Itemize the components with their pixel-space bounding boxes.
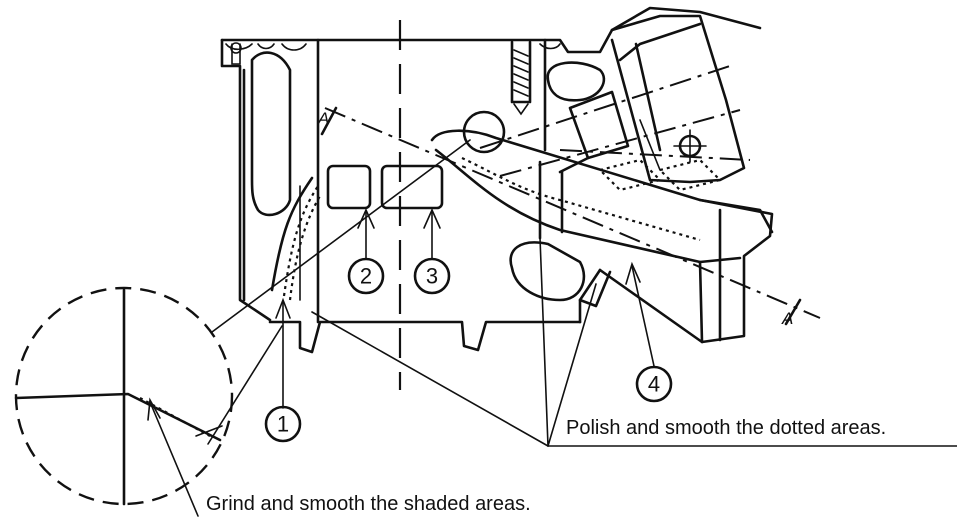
section-label-top: A [317,109,329,128]
section-mark-top: A [317,106,338,136]
shaded-area [270,176,321,301]
valve-housing [558,14,746,192]
callout-label-2: 2 [360,264,372,289]
callout-1: 1 [264,405,302,443]
callout-2: 2 [347,257,385,295]
polish-note: Polish and smooth the dotted areas. [566,417,886,439]
center-lines [324,20,821,390]
callout-label-4: 4 [648,372,660,397]
detail-circle-large [14,286,234,506]
inclined-port [430,129,774,344]
cylinder-head-body [220,6,762,354]
port-windows [326,164,444,210]
detail-circle-small [462,110,506,154]
callout-label-3: 3 [426,264,438,289]
callout-4: 4 [635,365,673,403]
section-label-bottom: A [781,309,793,328]
callout-label-1: 1 [277,412,289,437]
grind-note: Grind and smooth the shaded areas. [206,493,531,515]
leaders [147,208,957,517]
callout-3: 3 [413,257,451,295]
section-mark-bottom: A [781,298,802,328]
detail-callout [14,110,506,506]
